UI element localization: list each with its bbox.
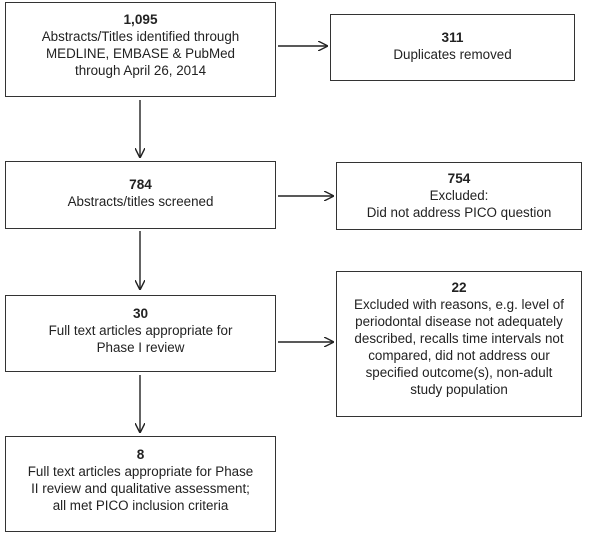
excluded-reasons-box: 22 Excluded with reasons, e.g. level of … [336,271,582,417]
identified-text-line: through April 26, 2014 [74,63,207,78]
excluded-reasons-text-line: Excluded with reasons, e.g. level of [354,297,564,312]
excluded-pico-text-line: Did not address PICO question [366,205,552,220]
identified-text-line: Abstracts/Titles identified through [41,29,240,44]
excluded-pico-box: 754 Excluded: Did not address PICO quest… [336,162,582,230]
excluded-reasons-count: 22 [451,280,467,295]
excluded-reasons-text-line: described, recalls time intervals not [354,331,564,346]
identified-box: 1,095 Abstracts/Titles identified throug… [5,2,276,97]
duplicates-text-line: Duplicates removed [393,47,512,62]
phase1-count: 30 [132,306,149,321]
phase2-text-line: II review and qualitative assessment; [31,481,250,496]
phase1-text-line: Full text articles appropriate for [48,323,233,338]
duplicates-box: 311 Duplicates removed [330,14,575,81]
duplicates-count: 311 [441,30,464,45]
screened-count: 784 [129,177,152,192]
phase2-box: 8 Full text articles appropriate for Pha… [5,436,276,532]
excluded-reasons-text-line: specified outcome(s), non-adult [365,365,553,380]
excluded-reasons-text-line: study population [410,382,508,397]
excluded-pico-text-line: Excluded: [429,188,489,203]
phase2-count: 8 [136,447,145,462]
excluded-reasons-text-line: periodontal disease not adequately [355,314,563,329]
phase2-text-line: Full text articles appropriate for Phase [27,464,254,479]
screened-box: 784 Abstracts/titles screened [5,161,276,229]
phase1-box: 30 Full text articles appropriate for Ph… [5,295,276,372]
identified-text-line: MEDLINE, EMBASE & PubMed [45,46,236,61]
excluded-pico-count: 754 [447,171,471,186]
identified-count: 1,095 [123,12,158,27]
phase1-text-line: Phase I review [96,340,185,355]
excluded-reasons-text-line: compared, did not address our [368,348,550,363]
screened-text-line: Abstracts/titles screened [67,194,214,209]
phase2-text-line: all met PICO inclusion criteria [52,498,229,513]
